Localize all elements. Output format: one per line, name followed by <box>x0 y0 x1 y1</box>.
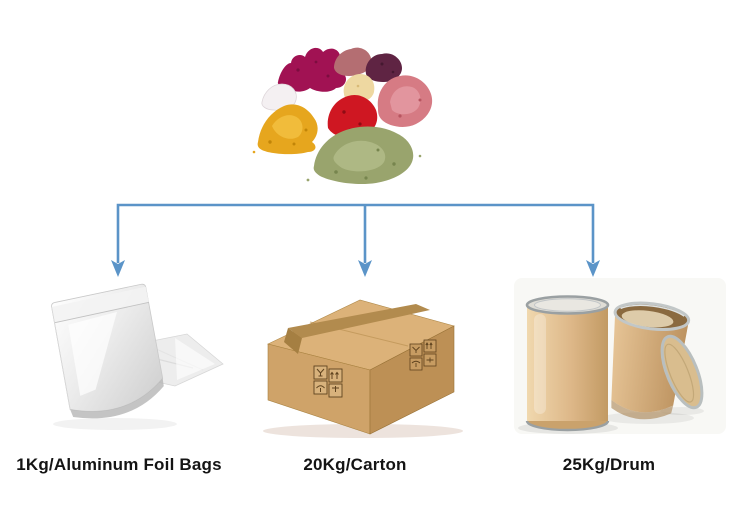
arrow-rail <box>116 203 595 263</box>
label-drum: 25Kg/Drum <box>562 455 656 474</box>
label-carton: 20Kg/Carton <box>303 455 407 474</box>
arrowhead-middle-icon <box>358 260 372 277</box>
label-foil-bags: 1Kg/Aluminum Foil Bags <box>16 455 222 474</box>
arrowhead-left-icon <box>111 260 125 277</box>
arrowhead-right-icon <box>586 260 600 277</box>
